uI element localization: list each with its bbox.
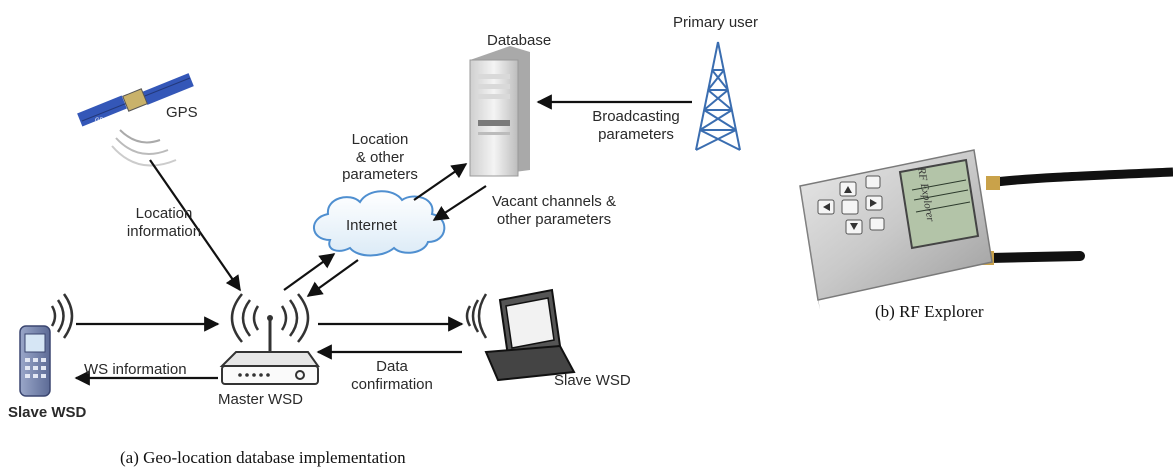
- diagram-arrows: [74, 94, 692, 386]
- slave-wsd-right-label: Slave WSD: [554, 372, 631, 389]
- antenna-cable: [995, 167, 1173, 187]
- loc-params-line-2: & other: [355, 148, 405, 166]
- primary-user-label: Primary user: [673, 14, 759, 31]
- gps-label: GPS: [166, 104, 198, 121]
- loc-params-line-1: Location: [351, 131, 409, 148]
- arrow-gps-to-master: [149, 159, 241, 292]
- arrow-internet-to-master: [306, 259, 359, 297]
- vacant-channels-label: Vacant channels & other parameters: [476, 193, 632, 228]
- internet-label: Internet: [346, 217, 397, 234]
- location-information-line-2: information: [126, 222, 202, 240]
- broadcast-line-2: parameters: [598, 125, 674, 143]
- broadcasting-parameters-label: Broadcasting parameters: [580, 108, 692, 143]
- master-wsd-router-icon: [219, 293, 320, 385]
- caption-a: (a) Geo-location database implementation: [120, 448, 406, 467]
- vacant-line-1: Vacant channels &: [492, 193, 616, 210]
- arrow-master-to-internet: [283, 253, 336, 291]
- database-label: Database: [487, 32, 552, 49]
- caption-b: (b) RF Explorer: [875, 302, 984, 321]
- data-conf-line-1: Data: [376, 358, 408, 375]
- location-information-label: Location information: [114, 205, 214, 240]
- arrow-database-to-internet: [432, 185, 487, 221]
- slave-wsd-laptop-icon: [465, 288, 576, 382]
- location-other-parameters-label: Location & other parameters: [334, 131, 426, 184]
- ws-information-label: WS information: [84, 361, 187, 378]
- broadcast-line-1: Broadcasting: [592, 108, 680, 125]
- database-server-icon: [469, 46, 530, 177]
- gps-satellite-icon: [77, 73, 194, 167]
- data-confirmation-label: Data confirmation: [330, 358, 454, 393]
- slave-wsd-phone-icon: [19, 293, 74, 397]
- vacant-line-2: other parameters: [496, 210, 612, 228]
- data-conf-line-2: confirmation: [351, 375, 433, 393]
- internet-cloud-icon: [313, 190, 446, 257]
- stub-antenna: [985, 251, 1085, 263]
- radio-tower-icon: [695, 41, 741, 151]
- location-information-line-1: Location: [135, 205, 193, 222]
- arrow-internet-to-database: [413, 163, 468, 201]
- master-wsd-label: Master WSD: [218, 391, 304, 408]
- gps-satellite-text: GPS: [95, 118, 108, 124]
- slave-wsd-left-label: Slave WSD: [8, 404, 87, 421]
- rf-explorer-device: RF Explorer: [799, 149, 1173, 310]
- loc-params-line-3: parameters: [342, 166, 418, 184]
